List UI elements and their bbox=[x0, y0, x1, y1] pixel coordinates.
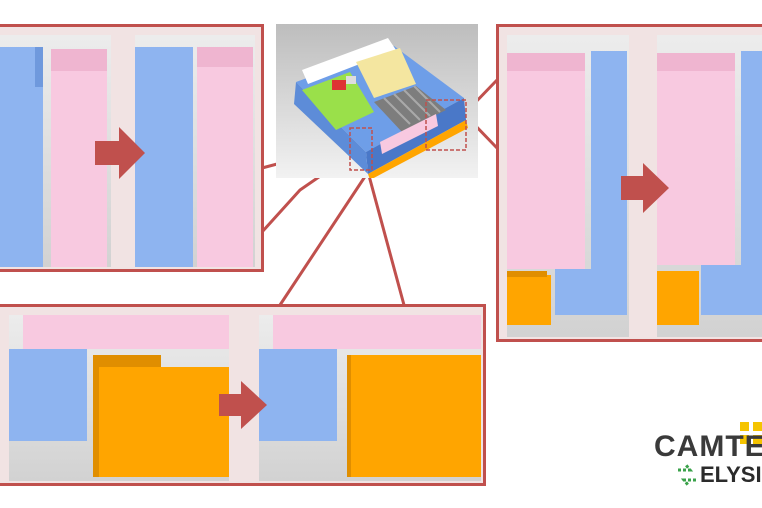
pink-part bbox=[507, 53, 585, 269]
pink-part-top bbox=[51, 49, 107, 71]
orange-part bbox=[347, 355, 481, 477]
blue-part-edge bbox=[35, 47, 43, 87]
pink-part bbox=[657, 53, 735, 265]
orange-part bbox=[93, 367, 229, 477]
elysium-arrows-icon bbox=[678, 464, 696, 486]
callout-bottom bbox=[0, 304, 486, 486]
blue-part bbox=[135, 47, 193, 267]
right-arrow-icon bbox=[219, 381, 267, 429]
blue-part bbox=[741, 51, 762, 315]
orange-part bbox=[657, 271, 699, 325]
orange-part-top bbox=[507, 271, 547, 277]
after-panel bbox=[657, 35, 762, 337]
blue-part-foot bbox=[555, 269, 627, 315]
device-model-illustration bbox=[294, 38, 468, 180]
camtek-square-icon bbox=[740, 422, 762, 444]
pink-part-top bbox=[507, 53, 585, 71]
before-panel bbox=[507, 35, 629, 337]
orange-part bbox=[507, 275, 551, 325]
after-panel bbox=[259, 315, 481, 481]
pink-part bbox=[273, 315, 481, 349]
blue-part-foot bbox=[701, 265, 762, 315]
orange-part-edge bbox=[347, 355, 351, 477]
camtek-logo-text: CAMTE bbox=[654, 430, 762, 463]
orange-part-top bbox=[93, 355, 161, 367]
blue-part bbox=[9, 349, 87, 441]
model-image bbox=[276, 24, 478, 180]
right-arrow-icon bbox=[621, 163, 669, 213]
pink-part bbox=[23, 315, 229, 349]
callout-right bbox=[496, 24, 762, 342]
after-panel bbox=[135, 35, 255, 267]
pink-part-top bbox=[197, 47, 253, 67]
camtek-logo bbox=[654, 420, 762, 466]
right-arrow-icon bbox=[95, 127, 145, 179]
before-panel bbox=[9, 315, 229, 481]
pink-part-top bbox=[657, 53, 735, 71]
callout-top-left bbox=[0, 24, 264, 272]
elysium-logo-text: ELYSIU bbox=[700, 462, 762, 487]
orange-part-edge bbox=[93, 367, 99, 477]
blue-part bbox=[259, 349, 337, 441]
pink-part bbox=[197, 47, 253, 267]
